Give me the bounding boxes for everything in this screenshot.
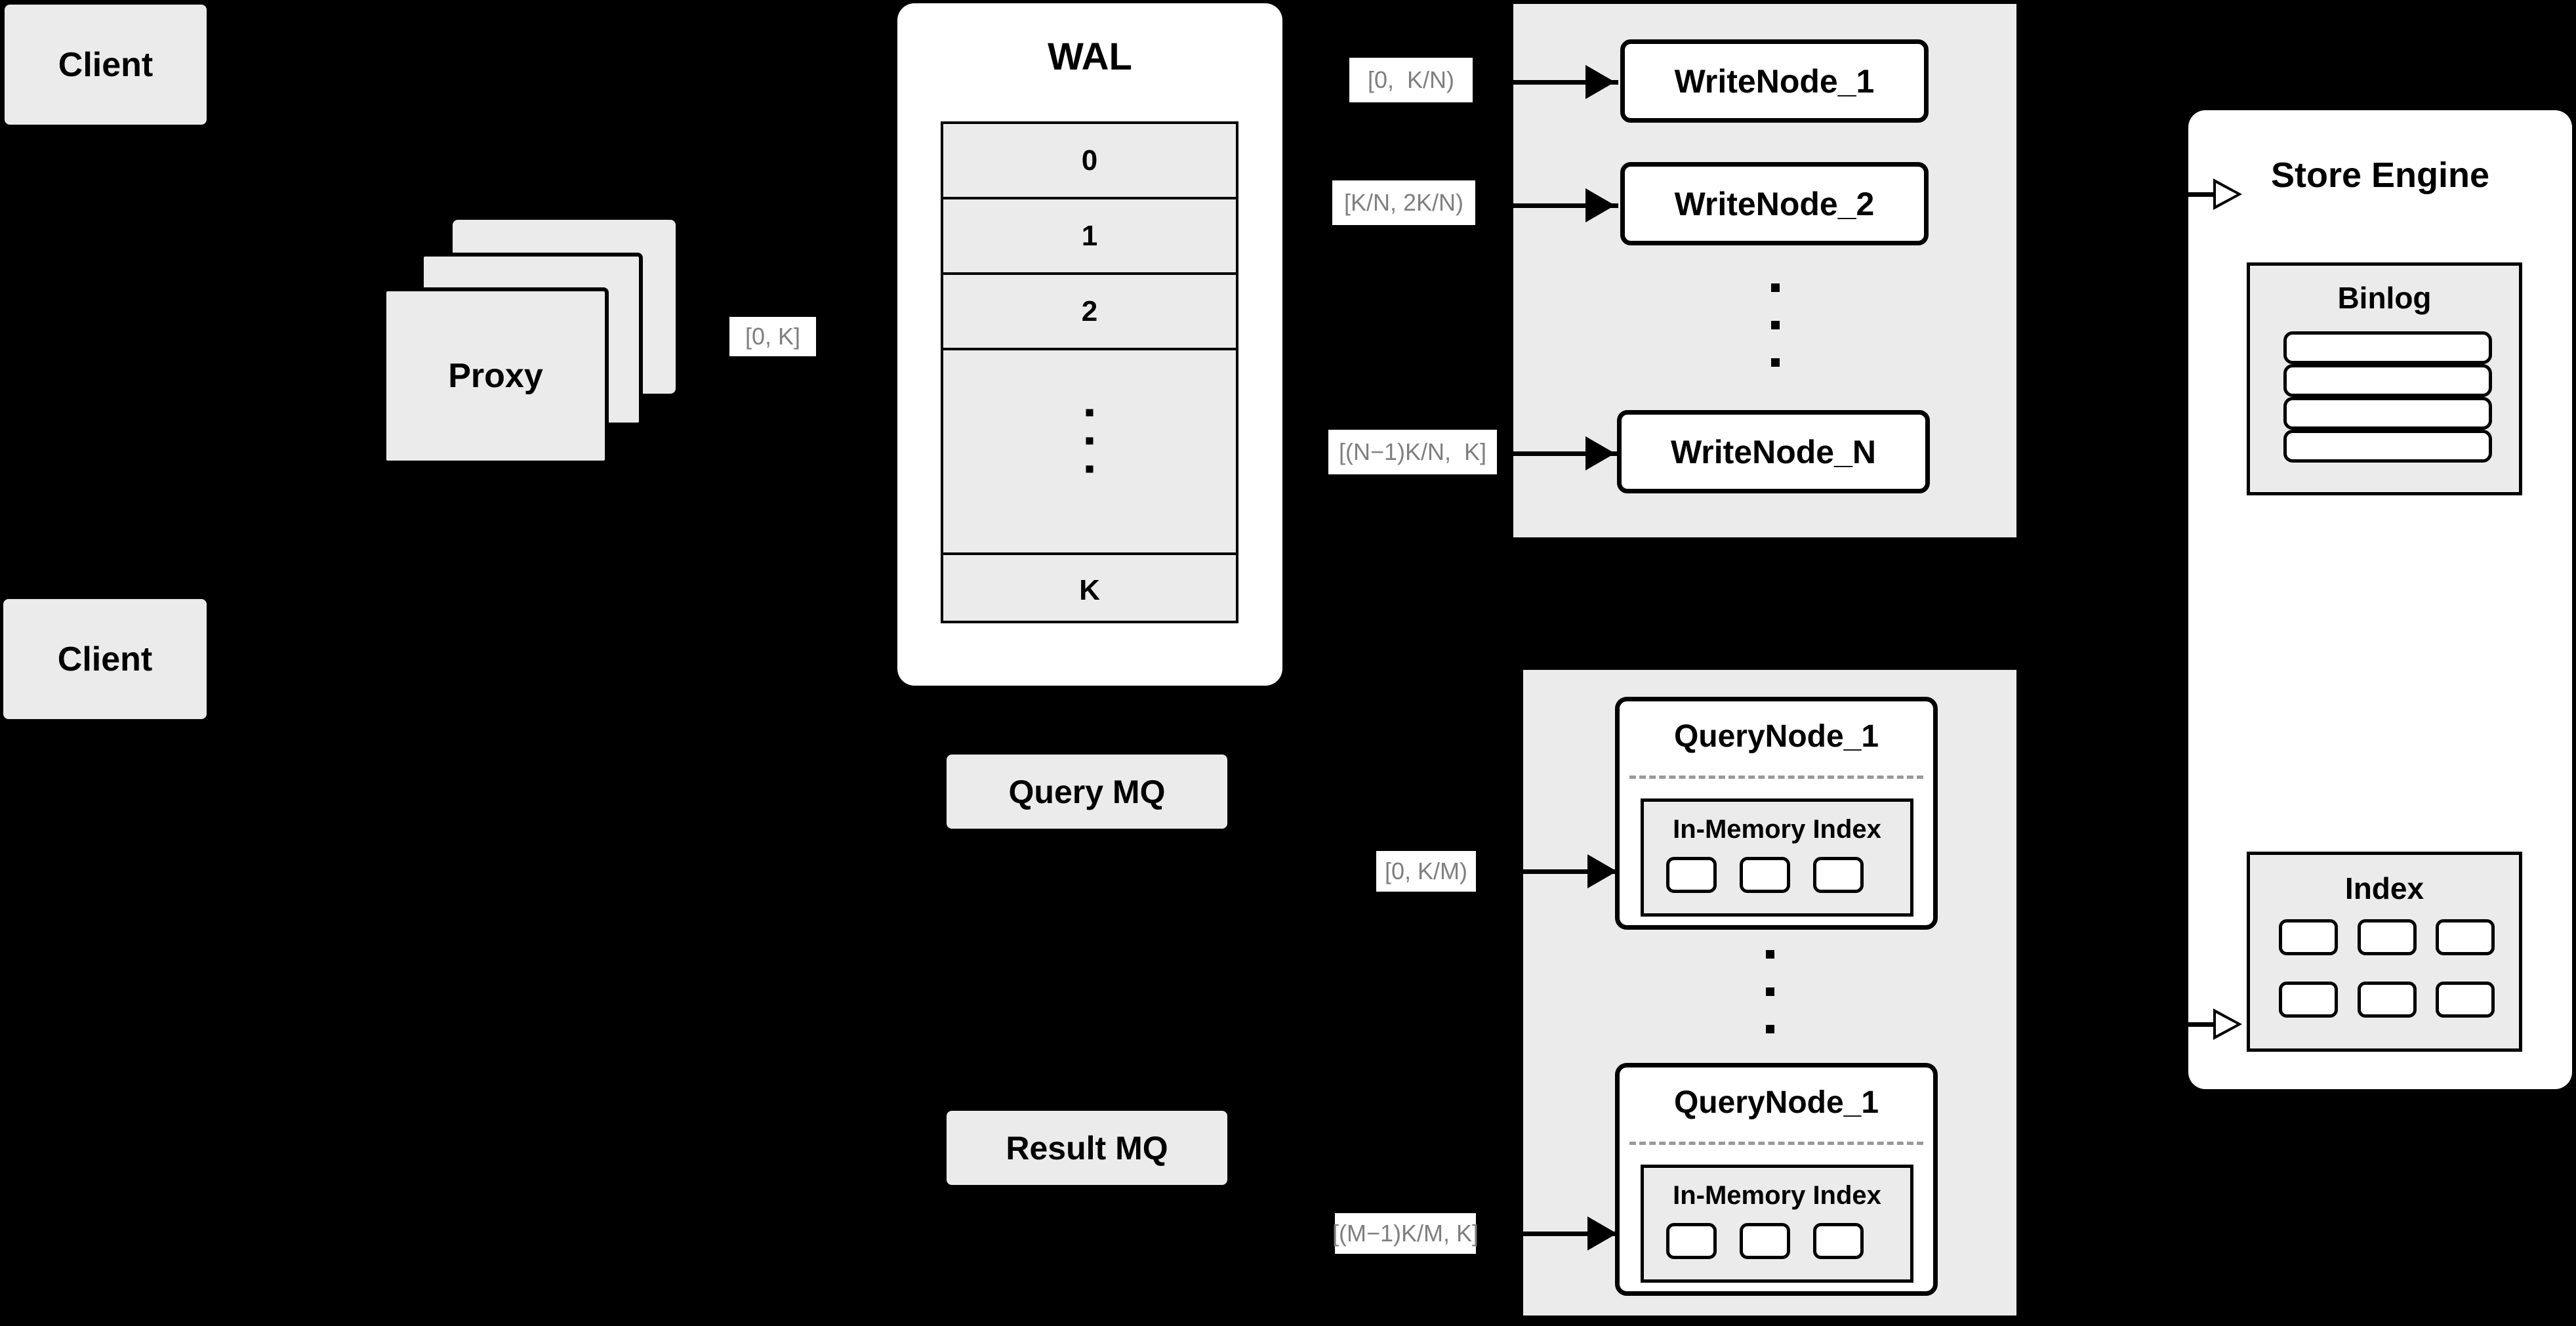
wal-row-1: 1 <box>943 199 1236 275</box>
index-title: Index <box>2344 871 2424 905</box>
arrow-head-query-node-1 <box>1587 854 1617 888</box>
arrow-head-write-node-n <box>1585 436 1615 470</box>
range-label-write-node-1: [0, K/N) <box>1349 58 1473 102</box>
proxy-card-front[interactable]: Proxy <box>382 287 609 465</box>
arrow-head-binlog <box>2213 178 2242 210</box>
in-memory-index-1: In-Memory Index <box>1641 798 1913 917</box>
write-node-2[interactable]: WriteNode_2 <box>1620 162 1929 245</box>
query-node-ellipsis-icon <box>1766 950 1774 1033</box>
index-segment-1-a[interactable] <box>1666 857 1717 893</box>
wal-entry-stack: 0 1 2 K <box>941 121 1238 623</box>
write-node-n-label: WriteNode_N <box>1670 433 1876 470</box>
arrow-line-write-node-2 <box>1513 203 1618 208</box>
arrow-line-query-node-1 <box>1523 869 1618 874</box>
range-label-query-node-1: [0, K/M) <box>1376 851 1476 892</box>
query-node-1-divider <box>1629 776 1923 779</box>
wal-ellipsis-icon <box>1086 409 1094 494</box>
arrow-line-write-node-1 <box>1513 80 1618 85</box>
index-cell-3[interactable] <box>2436 919 2495 955</box>
index-panel: Index <box>2247 852 2522 1052</box>
index-segment-1-b[interactable] <box>1740 857 1790 893</box>
query-mq-box[interactable]: Query MQ <box>947 755 1227 829</box>
write-node-1-label: WriteNode_1 <box>1674 62 1875 100</box>
in-memory-index-1-title: In-Memory Index <box>1673 815 1881 844</box>
arrow-head-query-node-m <box>1587 1216 1617 1251</box>
client-box-2[interactable]: Client <box>3 599 207 719</box>
wal-row-ellipsis <box>943 350 1236 555</box>
range-label-write-node-n: [(N−1)K/N, K] <box>1328 430 1497 474</box>
index-segment-m-b[interactable] <box>1740 1223 1790 1259</box>
index-cell-6[interactable] <box>2436 982 2495 1018</box>
index-cell-1[interactable] <box>2279 919 2338 955</box>
arrow-line-write-node-n <box>1513 451 1618 456</box>
write-node-2-label: WriteNode_2 <box>1674 185 1875 222</box>
binlog-row-3[interactable] <box>2283 397 2492 430</box>
query-node-m[interactable]: QueryNode_1 In-Memory Index <box>1615 1063 1938 1296</box>
in-memory-index-m: In-Memory Index <box>1641 1165 1913 1283</box>
arrow-line-index <box>2188 1022 2236 1027</box>
client-label-1: Client <box>58 45 153 84</box>
index-cell-2[interactable] <box>2358 919 2417 955</box>
index-cell-5[interactable] <box>2358 982 2417 1018</box>
wal-row-k: K <box>1079 574 1100 606</box>
query-node-m-divider <box>1629 1142 1923 1145</box>
index-segment-1-c[interactable] <box>1813 857 1864 893</box>
in-memory-index-m-title: In-Memory Index <box>1673 1181 1881 1210</box>
range-label-write-node-2: [K/N, 2K/N) <box>1332 180 1475 225</box>
client-label-2: Client <box>57 640 153 678</box>
proxy-label: Proxy <box>448 357 543 395</box>
arrow-head-write-node-1 <box>1585 65 1615 99</box>
range-label-proxy-to-wal: [0, K] <box>729 317 816 356</box>
binlog-row-2[interactable] <box>2283 364 2492 397</box>
index-cell-4[interactable] <box>2279 982 2338 1018</box>
query-mq-label: Query MQ <box>1008 773 1166 810</box>
query-node-m-title: QueryNode_1 <box>1673 1085 1879 1120</box>
write-node-ellipsis-icon <box>1771 283 1780 367</box>
index-segment-m-a[interactable] <box>1666 1223 1717 1259</box>
arrow-head-write-node-2 <box>1585 188 1615 222</box>
query-node-1-title: QueryNode_1 <box>1673 719 1879 754</box>
write-node-n[interactable]: WriteNode_N <box>1617 410 1930 493</box>
binlog-panel: Binlog <box>2247 262 2522 495</box>
range-label-query-node-m: [(M−1)K/M, K] <box>1332 1213 1479 1254</box>
arrow-line-query-node-m <box>1523 1232 1618 1236</box>
arrow-head-index <box>2213 1008 2242 1040</box>
result-mq-box[interactable]: Result MQ <box>947 1111 1227 1185</box>
store-engine-title: Store Engine <box>2270 155 2490 195</box>
binlog-row-4[interactable] <box>2283 430 2492 463</box>
wal-row-0: 0 <box>943 124 1236 199</box>
wal-title: WAL <box>1048 35 1132 78</box>
wal-row-2: 2 <box>943 275 1236 350</box>
query-node-1[interactable]: QueryNode_1 In-Memory Index <box>1615 697 1938 930</box>
result-mq-label: Result MQ <box>1006 1129 1168 1167</box>
index-segment-m-c[interactable] <box>1813 1223 1864 1259</box>
binlog-row-1[interactable] <box>2283 331 2492 364</box>
write-node-1[interactable]: WriteNode_1 <box>1620 39 1929 123</box>
binlog-title: Binlog <box>2337 281 2432 315</box>
client-box-1[interactable]: Client <box>5 5 207 125</box>
arrow-line-binlog <box>2188 192 2236 197</box>
